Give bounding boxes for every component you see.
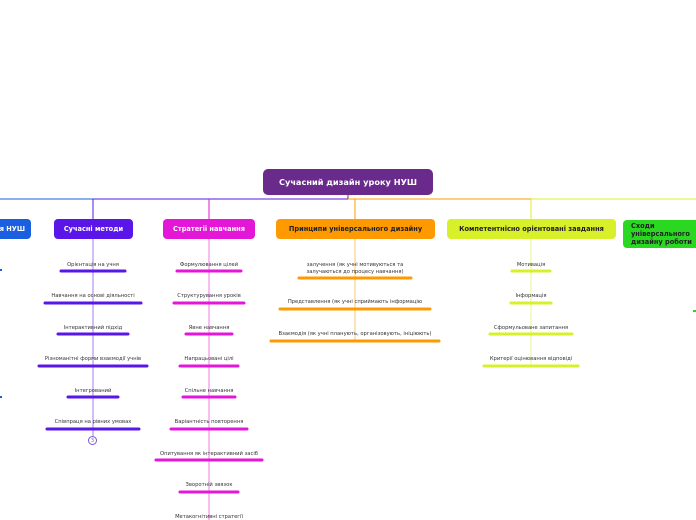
branch-universal-design-principles[interactable]: Принципи універсального дизайну xyxy=(276,219,435,239)
leaf-competence-2[interactable]: Інформація xyxy=(515,293,547,299)
leaf-strategy-9[interactable]: Метакогнітивні стратегії xyxy=(175,514,243,520)
leaf-strategy-5[interactable]: Спільне навчання xyxy=(184,388,234,394)
leaf-universal-2[interactable]: Представлення (як учні сприймають інформ… xyxy=(287,299,423,305)
branch-nush[interactable]: я НУШ xyxy=(0,219,31,239)
leaf-modern-1[interactable]: Орієнтація на учня xyxy=(67,262,119,268)
leaf-modern-6[interactable]: Співпраця на рівних умовах xyxy=(54,419,132,425)
leaf-modern-5[interactable]: Інтегрований xyxy=(74,388,112,394)
leaf-competence-1[interactable]: Мотивація xyxy=(516,262,546,268)
leaf-universal-1[interactable]: залучення (як учні мотивуються та залуча… xyxy=(306,262,404,276)
leaf-strategy-6[interactable]: Варіантність повторення xyxy=(174,419,244,425)
branch-modern-methods[interactable]: Сучасні методи xyxy=(54,219,133,239)
leaf-competence-4[interactable]: Критерії оцінювання відповіді xyxy=(489,356,573,362)
leaf-universal-3[interactable]: Взаємодія (як учні планують, організовую… xyxy=(278,331,432,337)
leaf-strategy-2[interactable]: Структурування уроків xyxy=(177,293,241,299)
leaf-modern-2[interactable]: Навчання на основі діяльності xyxy=(51,293,135,299)
leaf-competence-3[interactable]: Сформульоване запитання xyxy=(493,325,569,331)
collapse-toggle[interactable]: 3 xyxy=(88,436,97,445)
branch-competence-tasks[interactable]: Компетентнісно орієнтовані завдання xyxy=(447,219,616,239)
leaf-strategy-1[interactable]: Формулювання цілей xyxy=(179,262,239,268)
leaf-strategy-3[interactable]: Явне навчання xyxy=(188,325,230,331)
leaf-modern-4[interactable]: Різноманітні форми взаємодії учнів xyxy=(44,356,142,362)
leaf-strategy-4[interactable]: Напрацьовані цілі xyxy=(184,356,234,362)
leaf-strategy-7[interactable]: Опитування як інтерактивний засіб xyxy=(160,451,258,457)
branch-universal-design-steps[interactable]: Сходи універсального дизайну роботи xyxy=(623,220,696,248)
leaf-strategy-8[interactable]: Зворотній звязок xyxy=(185,482,233,488)
branch-learning-strategies[interactable]: Стратегії навчання xyxy=(163,219,255,239)
leaf-modern-3[interactable]: Інтерактивний підхід xyxy=(63,325,123,331)
central-topic[interactable]: Сучасний дизайн уроку НУШ xyxy=(263,169,433,195)
